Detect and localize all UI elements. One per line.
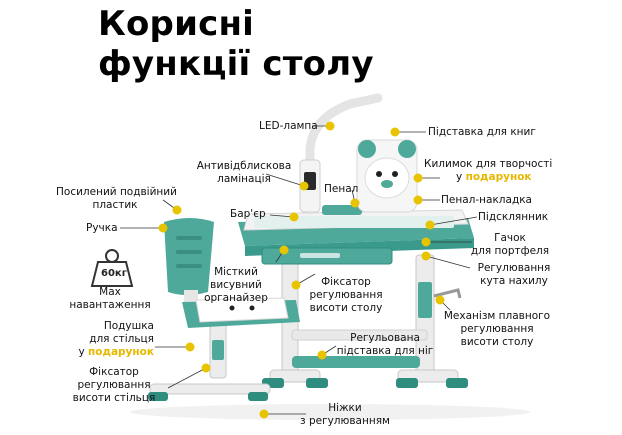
- crank-handle: [433, 288, 462, 299]
- chair: [148, 218, 300, 401]
- label-creative-mat: Килимок для творчості у подарунок: [424, 158, 553, 183]
- label-book-stand: Підставка для книг: [428, 126, 536, 138]
- title-line-1: Корисні: [98, 4, 255, 44]
- label-led-lamp: LED-лампа: [259, 120, 318, 132]
- label-cup-holder: Підсклянник: [478, 211, 549, 223]
- weight-badge: 60кг: [101, 268, 127, 279]
- label-adjustable-legs: Ніжки з регулюванням: [300, 402, 390, 427]
- label-pencil-overlay: Пенал-накладка: [441, 194, 532, 206]
- label-antiglare: Антивідблискова ламінація: [196, 160, 292, 185]
- label-reinforced-plastic: Посилений подвійний пластик: [56, 186, 177, 211]
- accent-dots: [158, 121, 445, 419]
- book-stand: [356, 139, 418, 213]
- label-handle: Ручка: [86, 222, 118, 234]
- label-bag-hook: Гачок для портфеля: [470, 232, 550, 257]
- label-chair-height-lock: Фіксатор регулювання висоти стільця: [72, 366, 156, 404]
- label-chair-cushion: Подушка для стільця у подарунок: [78, 320, 154, 358]
- desk-top: [238, 205, 474, 265]
- label-desk-height-lock: Фіксатор регулювання висоти столу: [309, 276, 383, 314]
- weight-icon: [90, 249, 134, 287]
- label-barrier: Бар'єр: [230, 208, 266, 220]
- label-organizer: Місткий висувний органайзер: [204, 266, 268, 304]
- leader-lines: [120, 125, 478, 415]
- label-footrest: Регульована підставка для ніг: [336, 332, 434, 357]
- label-pencil-box: Пенал: [324, 183, 359, 195]
- label-tilt-adjust: Регулювання кута нахилу: [477, 262, 551, 287]
- label-smooth-mechanism: Механізм плавного регулювання висоти сто…: [443, 310, 551, 348]
- label-max-load: Max навантаження: [69, 286, 151, 311]
- title-line-2: функції столу: [98, 44, 374, 84]
- page-title: Корисні функції столу: [98, 4, 374, 84]
